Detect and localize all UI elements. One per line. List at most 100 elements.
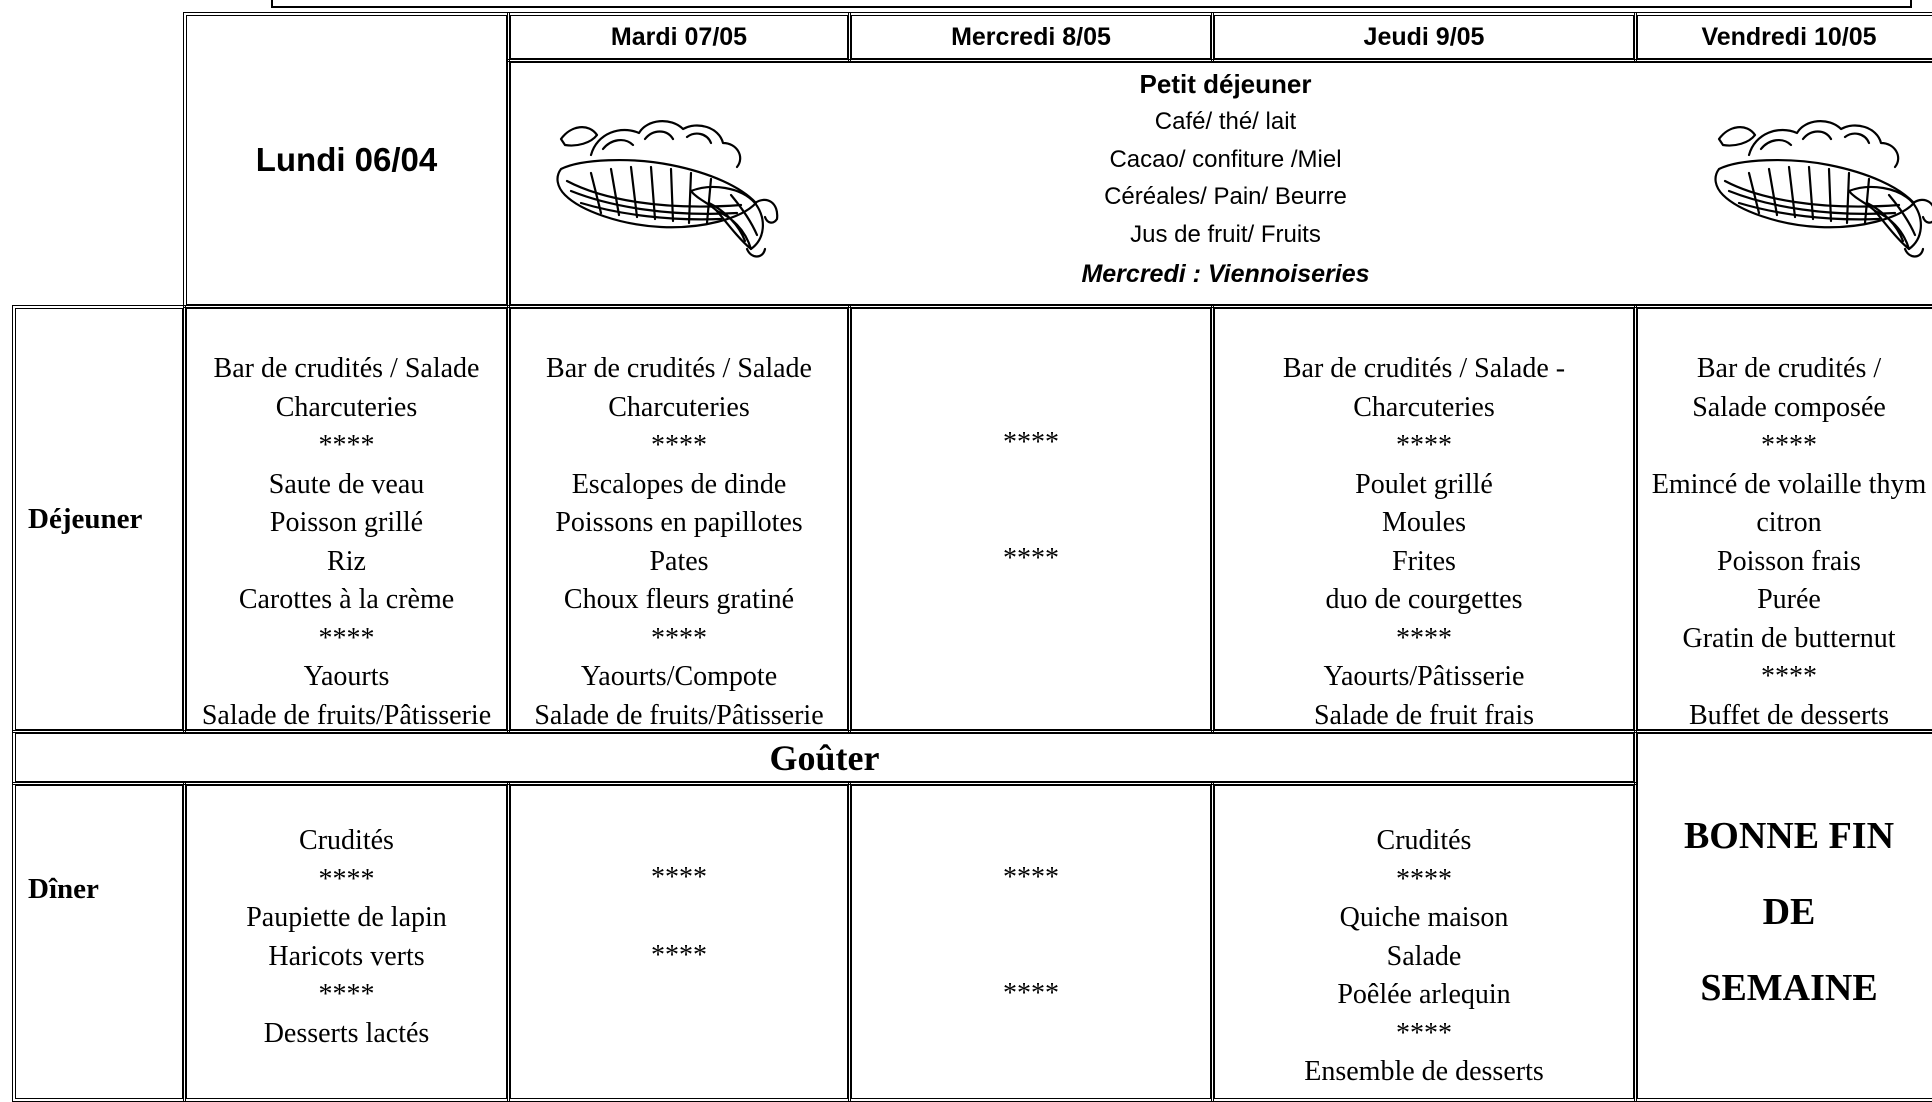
breakfast-line: Cacao/ confiture /Miel <box>1109 145 1342 173</box>
separator-stars: **** <box>1396 622 1452 654</box>
weekend-line: DE <box>1762 891 1816 933</box>
diner-vendredi-cell: BONNE FIN DE SEMAINE <box>1634 730 1932 1102</box>
menu-item: Salade de fruits/Pâtisserie <box>201 699 492 731</box>
day-mercredi: Mercredi 8/05 <box>951 22 1111 51</box>
menu-item: Gratin de butternut <box>1682 622 1896 654</box>
separator-stars: **** <box>318 979 375 1010</box>
separator-stars: **** <box>651 862 707 893</box>
separator-stars: **** <box>1003 862 1059 893</box>
breakfast-note: Mercredi : Viennoiseries <box>1081 260 1370 288</box>
day-jeudi: Jeudi 9/05 <box>1363 22 1485 51</box>
weekend-line: SEMAINE <box>1700 967 1878 1009</box>
breakfast-title: Petit déjeuner <box>1139 69 1312 99</box>
menu-item: Charcuteries <box>275 391 418 423</box>
separator-stars: **** <box>318 622 375 654</box>
menu-item: Poisson frais <box>1717 545 1861 577</box>
separator-stars: **** <box>1761 430 1817 461</box>
menu-item: Yaourts/Pâtisserie <box>1323 661 1525 692</box>
separator-stars: **** <box>1761 661 1817 692</box>
menu-item: Haricots verts <box>268 940 425 972</box>
menu-item: Bar de crudités / <box>1696 353 1882 384</box>
top-frame-edge <box>271 0 1912 8</box>
menu-item: Emincé de volaille thym <box>1651 468 1927 500</box>
separator-stars: **** <box>1003 427 1059 458</box>
separator-stars: **** <box>1003 543 1059 574</box>
dejeuner-mardi-cell: Bar de crudités / Salade Charcuteries **… <box>507 305 851 733</box>
menu-item: Choux fleurs gratiné <box>563 584 795 615</box>
menu-item: Crudités <box>1376 825 1472 856</box>
menu-item: Desserts lactés <box>263 1017 430 1049</box>
separator-stars: **** <box>1003 978 1059 1009</box>
dejeuner-vendredi-list: Bar de crudités / Salade composée **** E… <box>1638 350 1932 731</box>
menu-item: Bar de crudités / Salade <box>546 353 812 384</box>
menu-item: Escalopes de dinde <box>571 468 787 500</box>
menu-item: Ensemble de desserts <box>1304 1056 1544 1087</box>
dejeuner-lundi-list: Bar de crudités / Salade Charcuteries **… <box>187 350 506 735</box>
dejeuner-jeudi-cell: Bar de crudités / Salade - Charcuteries … <box>1211 305 1637 733</box>
menu-item: Poulet grillé <box>1355 468 1493 500</box>
croissant-basket-icon <box>1714 120 1932 258</box>
menu-item: Charcuteries <box>1353 391 1495 423</box>
dejeuner-jeudi-list: Bar de crudités / Salade - Charcuteries … <box>1215 350 1633 735</box>
separator-stars: **** <box>1396 430 1452 461</box>
menu-item: Bar de crudités / Salade - <box>1282 353 1566 384</box>
menu-item: Crudités <box>299 825 394 856</box>
separator-stars: **** <box>1396 863 1452 895</box>
dejeuner-vendredi-cell: Bar de crudités / Salade composée **** E… <box>1634 305 1932 733</box>
menu-item: Pates <box>649 545 709 577</box>
diner-jeudi-cell: Crudités **** Quiche maison Salade Poêlé… <box>1211 782 1637 1102</box>
day-lundi: Lundi 06/04 <box>255 141 438 178</box>
gouter-row: Goûter <box>12 730 1637 785</box>
dejeuner-lundi-cell: Bar de crudités / Salade Charcuteries **… <box>183 305 510 733</box>
day-header-jeudi: Jeudi 9/05 <box>1211 12 1637 62</box>
lundi-header-cell: Lundi 06/04 <box>183 12 510 308</box>
breakfast-line: Céréales/ Pain/ Beurre <box>1104 183 1347 210</box>
gouter-label: Goûter <box>769 737 880 778</box>
menu-item: Yaourts/Compote <box>580 661 778 692</box>
breakfast-line: Jus de fruit/ Fruits <box>1130 220 1321 248</box>
menu-item: Carottes à la crème <box>238 584 455 615</box>
menu-item: Poisson grillé <box>269 507 424 538</box>
row-label-dejeuner: Déjeuner <box>12 305 186 733</box>
day-header-mardi: Mardi 07/05 <box>507 12 851 62</box>
separator-stars: **** <box>651 622 707 654</box>
menu-item: Frites <box>1392 545 1456 577</box>
dejeuner-label: Déjeuner <box>28 502 143 535</box>
menu-item: Salade de fruit frais <box>1313 699 1535 731</box>
diner-label: Dîner <box>28 873 99 905</box>
menu-item: Poêlée arlequin <box>1337 979 1511 1010</box>
menu-item: citron <box>1756 507 1822 538</box>
day-mardi: Mardi 07/05 <box>610 22 748 51</box>
separator-stars: **** <box>1396 1017 1452 1049</box>
menu-item: Poissons en papillotes <box>555 507 803 538</box>
weekend-message: BONNE FIN DE SEMAINE <box>1638 798 1932 1026</box>
menu-item: Paupiette de lapin <box>246 902 447 933</box>
weekend-line: BONNE FIN <box>1683 815 1895 857</box>
day-header-mercredi: Mercredi 8/05 <box>848 12 1214 62</box>
separator-stars: **** <box>318 430 375 461</box>
menu-item: Buffet de desserts <box>1688 699 1890 731</box>
dejeuner-mardi-list: Bar de crudités / Salade Charcuteries **… <box>511 350 847 735</box>
menu-item: Saute de veau <box>268 468 425 500</box>
menu-item: Quiche maison <box>1339 902 1509 933</box>
row-label-diner: Dîner <box>12 782 186 1102</box>
diner-mercredi-cell: **** **** <box>848 782 1214 1102</box>
menu-item: Riz <box>327 545 366 577</box>
breakfast-line: Café/ thé/ lait <box>1154 108 1297 135</box>
dejeuner-mercredi-cell: **** **** <box>848 305 1214 733</box>
separator-stars: **** <box>651 940 707 971</box>
diner-jeudi-list: Crudités **** Quiche maison Salade Poêlé… <box>1215 822 1633 1092</box>
diner-mardi-cell: **** **** <box>507 782 851 1102</box>
diner-lundi-cell: Crudités **** Paupiette de lapin Haricot… <box>183 782 510 1102</box>
menu-item: Salade composée <box>1692 391 1886 423</box>
diner-lundi-list: Crudités **** Paupiette de lapin Haricot… <box>187 822 506 1053</box>
menu-item: Moules <box>1382 507 1466 538</box>
day-vendredi: Vendredi 10/05 <box>1701 22 1877 51</box>
breakfast-cell: Petit déjeuner Café/ thé/ lait Cacao/ co… <box>507 59 1932 308</box>
menu-item: Bar de crudités / Salade <box>213 353 480 384</box>
menu-item: Charcuteries <box>608 391 750 423</box>
menu-item: duo de courgettes <box>1325 584 1523 615</box>
croissant-basket-icon <box>556 120 779 258</box>
menu-item: Salade de fruits/Pâtisserie <box>534 699 824 731</box>
separator-stars: **** <box>651 430 707 461</box>
